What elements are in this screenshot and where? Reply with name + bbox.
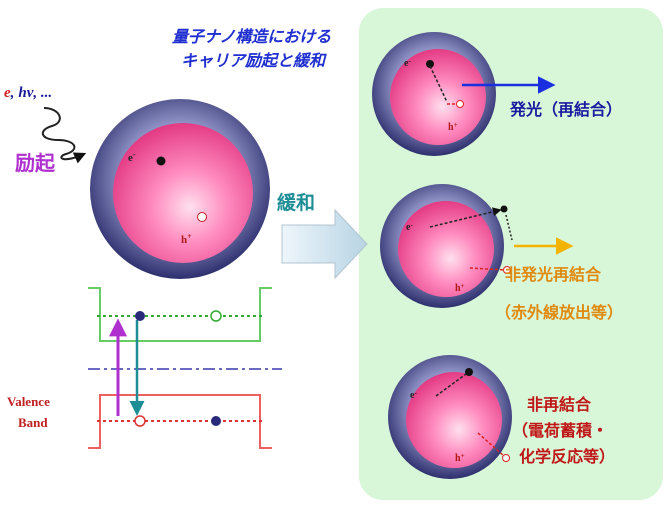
outcome-radiative-label: 発光（再結合） (509, 100, 622, 119)
hole-marker (197, 212, 207, 222)
relax-path (435, 373, 467, 397)
source-ellipsis: , ... (32, 85, 52, 101)
hole-label: h+ (455, 452, 465, 464)
outcome-nonradiative-label: 非発光再結合 (505, 265, 602, 284)
electron-label: e- (404, 57, 411, 69)
band-electron-2 (211, 416, 221, 426)
band-hole-1 (210, 310, 222, 322)
main-quantum-dot: e- h+ (90, 99, 270, 279)
hole-path (469, 267, 507, 271)
electron-marker (500, 205, 508, 213)
excitation-source: e,hν, ... (4, 85, 52, 101)
title-line1: 量子ナノ構造における (172, 27, 331, 46)
electron-label: e- (410, 389, 417, 401)
excitation-label: 励起 (15, 151, 56, 175)
surface-path (505, 214, 513, 241)
band-diagram (88, 287, 282, 449)
relax-path (429, 207, 502, 228)
valence-band-label-line2: Band (18, 415, 48, 430)
outcome-dot-nonradiative: e- h+ (380, 184, 574, 308)
electron-marker (465, 368, 473, 376)
photon-label: hν (18, 85, 33, 101)
band-electron-1 (135, 311, 145, 321)
hole-marker (456, 100, 464, 108)
relax-path (429, 65, 448, 103)
hole-label: h+ (455, 282, 465, 294)
outcome-nonrecombination-note2: 化学反応等） (519, 447, 615, 466)
electron-label: e- (406, 221, 413, 233)
hole-label: h+ (181, 232, 192, 246)
conduction-band-edge (88, 287, 272, 342)
hole-marker (502, 454, 510, 462)
valence-band-label-line1: Valence (7, 394, 50, 409)
electron-marker (426, 60, 434, 68)
outcome-dot-radiative: e- h+ (372, 32, 556, 156)
hole-path (477, 432, 505, 457)
electron-beam-label: e (4, 85, 11, 101)
outcome-nonrecombination-note1: （電荷蓄積・ (512, 421, 608, 440)
band-hole-2 (134, 415, 146, 427)
outcome-dot-nonrecombination: e- h+ (388, 355, 512, 479)
relaxation-label: 緩和 (277, 191, 315, 214)
outcome-nonradiative-note: （赤外線放出等） (495, 303, 623, 322)
excitation-wave-arrow (42, 107, 87, 164)
valence-band-edge (88, 394, 272, 449)
hole-label: h+ (448, 121, 458, 133)
relaxation-arrow (281, 208, 368, 280)
outcome-nonrecombination-label: 非再結合 (527, 395, 592, 414)
electron-marker (156, 156, 166, 166)
title-line2: キャリア励起と緩和 (181, 51, 327, 70)
electron-label: e- (128, 150, 136, 164)
hole-marker (503, 266, 511, 274)
source-separator: , (10, 85, 15, 101)
